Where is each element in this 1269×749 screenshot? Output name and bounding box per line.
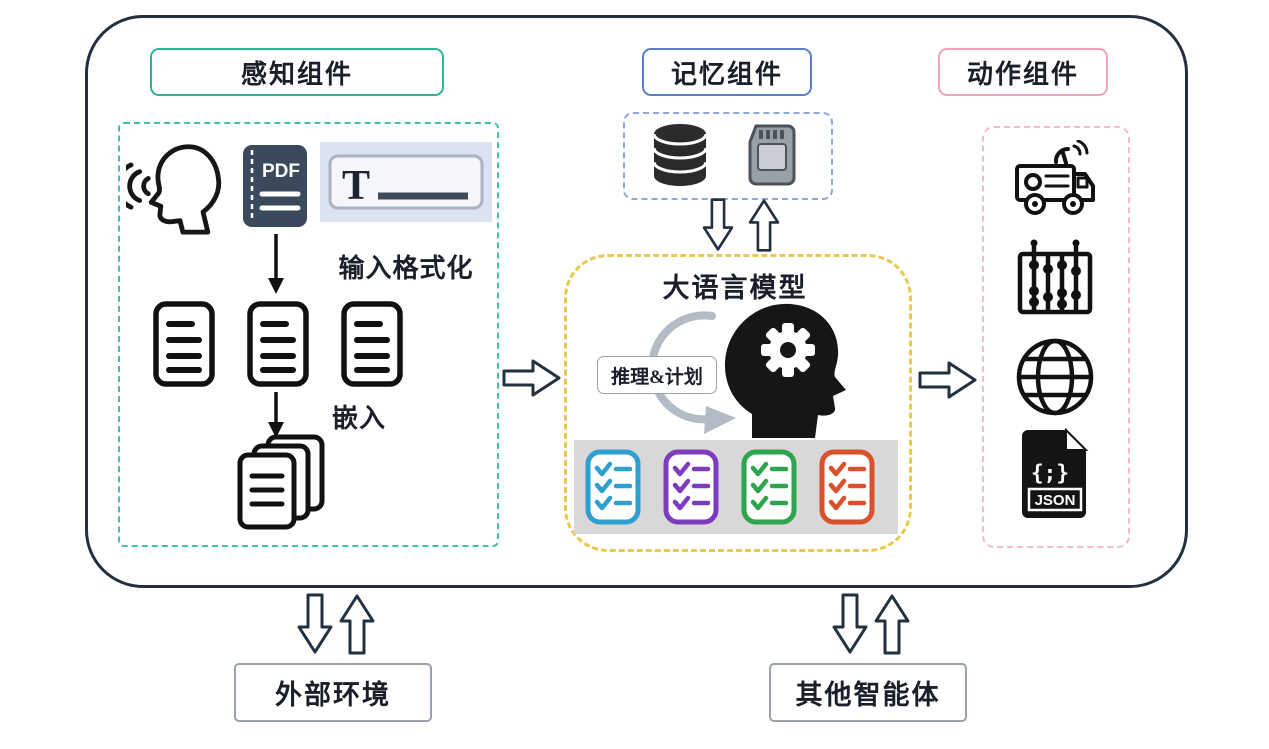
memory-card-icon	[742, 124, 802, 186]
json-label: JSON	[1035, 492, 1076, 509]
arrow-environment-to-agent	[339, 592, 375, 656]
pdf-file-icon: PDF	[240, 142, 310, 230]
reasoning-planning-box: 推理&计划	[597, 356, 717, 394]
abacus-icon	[1012, 238, 1098, 318]
llm-brain-icon	[712, 296, 846, 438]
checklist-icon-red	[818, 448, 876, 526]
embedding-label: 嵌入	[332, 404, 387, 433]
globe-icon	[1014, 336, 1096, 418]
text-glyph: T	[342, 163, 370, 209]
broadcast-van-icon	[1012, 140, 1098, 222]
external-environment-label: 外部环境	[275, 680, 391, 710]
memory-title-box: 记忆组件	[642, 48, 812, 96]
arrow-other-agents-to-agent	[874, 592, 910, 656]
checklist-icon-blue	[584, 448, 642, 526]
memory-title: 记忆组件	[670, 59, 783, 89]
arrow-agent-to-other-agents	[832, 592, 868, 656]
json-file-icon: {;} JSON	[1018, 428, 1092, 518]
action-group-box	[982, 126, 1130, 548]
perception-title-box: 感知组件	[150, 48, 444, 96]
perception-group-box	[118, 122, 499, 547]
other-agents-box: 其他智能体	[769, 663, 967, 722]
arrow-perception-to-llm	[502, 357, 562, 399]
external-environment-box: 外部环境	[234, 663, 432, 722]
arrow-memory-to-llm	[700, 198, 736, 252]
arrow-format-to-docs	[261, 234, 291, 296]
arrow-llm-to-memory	[746, 198, 782, 252]
input-format-label: 输入格式化	[338, 254, 474, 283]
text-input-icon: T	[320, 142, 492, 222]
llm-title: 大语言模型	[662, 273, 808, 303]
document-icon	[246, 300, 310, 388]
memory-group-box	[623, 112, 833, 200]
json-braces-glyph: {;}	[1031, 461, 1069, 485]
other-agents-label: 其他智能体	[795, 680, 941, 710]
perception-title: 感知组件	[240, 59, 353, 89]
document-icon	[340, 300, 404, 388]
checklist-icon-purple	[662, 448, 720, 526]
reasoning-planning-label: 推理&计划	[611, 366, 703, 388]
action-title-box: 动作组件	[938, 48, 1108, 96]
checklist-icon-green	[740, 448, 798, 526]
arrow-docs-to-embedding	[261, 392, 291, 440]
document-icon	[152, 300, 216, 388]
pdf-label: PDF	[262, 161, 300, 182]
action-title: 动作组件	[966, 59, 1079, 89]
embedded-documents-icon	[236, 434, 328, 532]
database-icon	[648, 122, 712, 188]
arrow-llm-to-action	[918, 359, 978, 401]
gear-icon	[761, 323, 815, 377]
arrow-agent-to-environment	[297, 592, 333, 656]
speech-input-icon	[126, 140, 234, 236]
